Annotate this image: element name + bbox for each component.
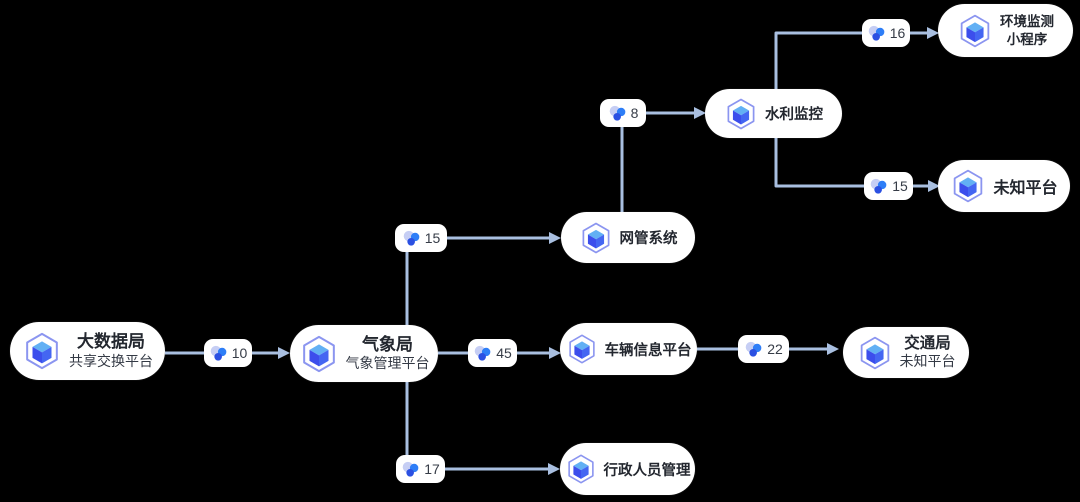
node-label: 网管系统 — [619, 231, 678, 247]
edge-count: 10 — [231, 345, 248, 361]
cube-icon — [565, 453, 597, 485]
cube-icon — [579, 221, 613, 255]
node-subtitle: 共享交换平台 — [69, 352, 153, 369]
node-title: 交通局 — [904, 334, 951, 352]
edge-badge-weather-netmgmt[interactable]: 15 — [395, 224, 447, 252]
edge-water-envmini-line — [774, 31, 862, 89]
edge-badge-water-envmini[interactable]: 16 — [862, 19, 910, 47]
edge-bigdata-weather-arrow-icon — [278, 347, 290, 359]
edge-badge-vehicle-traffic[interactable]: 22 — [738, 335, 789, 363]
node-text: 环境监测 小程序 — [1000, 13, 1054, 48]
node-vehicle-info-platform[interactable]: 车辆信息平台 — [560, 323, 697, 375]
edge-count: 15 — [892, 178, 908, 194]
node-text: 交通局 未知平台 — [900, 335, 956, 370]
node-admin-personnel-mgmt[interactable]: 行政人员管理 — [560, 443, 695, 495]
cube-icon — [566, 333, 598, 365]
cluster-icon — [869, 177, 888, 196]
edge-water-unknown-line — [774, 137, 864, 188]
edge-badge-weather-vehicle[interactable]: 45 — [468, 339, 517, 367]
node-text: 气象局 气象管理平台 — [346, 335, 430, 372]
edge-count: 15 — [424, 230, 441, 246]
cube-icon — [299, 334, 339, 374]
edge-weather-vehicle-arrow-icon — [549, 347, 561, 359]
node-label: 水利监控 — [765, 107, 823, 123]
edge-vehicle-traffic-arrow-icon — [827, 343, 839, 355]
cube-icon — [957, 13, 993, 49]
edge-badge-weather-admin[interactable]: 17 — [396, 455, 445, 483]
edge-water-envmini-arrow-icon — [927, 27, 939, 39]
node-subtitle: 未知平台 — [899, 353, 956, 370]
node-title: 大数据局 — [77, 332, 145, 352]
node-network-mgmt-system[interactable]: 网管系统 — [561, 212, 695, 263]
edge-badge-water-unknown[interactable]: 15 — [864, 172, 913, 200]
node-title: 气象局 — [362, 334, 413, 354]
cluster-icon — [209, 344, 228, 363]
node-label: 行政人员管理 — [603, 462, 691, 479]
cube-icon — [950, 168, 986, 204]
node-traffic-bureau[interactable]: 交通局 未知平台 — [843, 327, 969, 378]
edge-count: 16 — [889, 25, 906, 41]
edge-netmgmt-water-arrow-icon — [694, 107, 706, 119]
cluster-icon — [473, 344, 492, 363]
cluster-icon — [867, 24, 886, 43]
edge-weather-netmgmt-arrow-icon — [549, 232, 561, 244]
node-label-line2: 小程序 — [1006, 31, 1048, 47]
cube-icon — [724, 97, 758, 131]
edge-count: 17 — [424, 461, 440, 477]
edge-badge-netmgmt-water[interactable]: 8 — [600, 99, 646, 127]
node-label: 车辆信息平台 — [604, 342, 692, 359]
node-label-line1: 环境监测 — [1000, 13, 1054, 29]
edge-badge-bigdata-weather[interactable]: 10 — [204, 339, 252, 367]
cluster-icon — [608, 104, 627, 123]
node-label: 未知平台 — [993, 180, 1058, 197]
node-big-data-bureau[interactable]: 大数据局 共享交换平台 — [10, 322, 165, 380]
cluster-icon — [744, 340, 763, 359]
edge-weather-admin-arrow-icon — [548, 463, 560, 475]
node-subtitle: 气象管理平台 — [345, 355, 430, 372]
node-water-monitoring[interactable]: 水利监控 — [705, 89, 842, 138]
edge-count: 8 — [630, 105, 639, 121]
node-env-monitoring-miniapp[interactable]: 环境监测 小程序 — [938, 4, 1073, 57]
cluster-icon — [402, 229, 421, 248]
node-weather-bureau[interactable]: 气象局 气象管理平台 — [290, 325, 438, 382]
edge-count: 45 — [496, 345, 512, 361]
cube-icon — [22, 331, 62, 371]
node-unknown-platform[interactable]: 未知平台 — [938, 160, 1070, 212]
cube-icon — [857, 335, 893, 371]
cluster-icon — [401, 460, 420, 479]
edge-water-unknown-arrow-icon — [928, 180, 940, 192]
node-text: 大数据局 共享交换平台 — [69, 332, 153, 369]
edge-count: 22 — [767, 341, 783, 357]
